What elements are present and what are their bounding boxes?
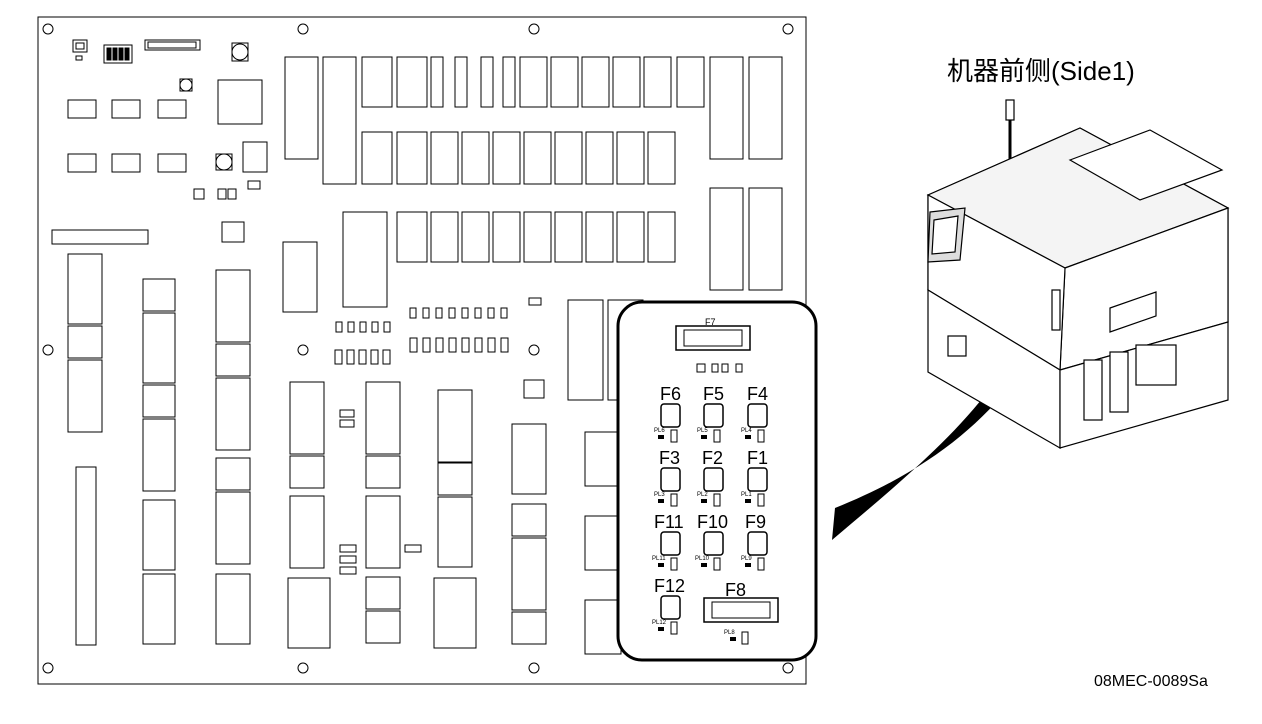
fuse-highlight-area: F7 F6 F5 F4 PL6 PL5 PL4 F3 F2 F1 PL3 PL2… xyxy=(616,300,818,662)
fuse-label-f11: F11 xyxy=(654,512,684,532)
fuse-label-f1: F1 xyxy=(747,448,768,468)
fuse-f4 xyxy=(747,403,768,428)
fuse-f10 xyxy=(703,531,724,556)
fuse-label-f12: F12 xyxy=(654,576,685,596)
fuse-label-f6: F6 xyxy=(660,384,681,404)
lamp-label-pl6: PL6 xyxy=(654,428,665,434)
fuse-holder-f8 xyxy=(703,597,779,623)
lamp-label-pl3: PL3 xyxy=(654,492,665,498)
connectors xyxy=(67,241,622,655)
relay-bank xyxy=(284,56,783,401)
fuse-f3 xyxy=(660,467,681,492)
ic-chips xyxy=(67,99,245,243)
fuse-label-f10: F10 xyxy=(697,512,728,532)
machine-illustration xyxy=(926,99,1230,450)
lamp-label-pl2: PL2 xyxy=(697,492,708,498)
pad-rows xyxy=(334,297,545,399)
top-left-components xyxy=(51,39,268,245)
fuse-label-f9: F9 xyxy=(745,512,766,532)
callout-pointer xyxy=(832,350,1030,540)
fuse-f5 xyxy=(703,403,724,428)
fuse-f11 xyxy=(660,531,681,556)
lamp-label-pl9: PL9 xyxy=(741,556,752,562)
fuse-holder-f7: F7 xyxy=(675,317,751,351)
lamp-label-pl1: PL1 xyxy=(741,492,752,498)
fuse-area-outline xyxy=(616,300,818,662)
fuse-label-f8: F8 xyxy=(725,580,746,600)
fuse-label-f5: F5 xyxy=(703,384,724,404)
lamp-label-pl8: PL8 xyxy=(724,630,735,636)
fuse-label-f3: F3 xyxy=(659,448,680,468)
lamp-label-pl11: PL11 xyxy=(652,556,666,562)
figure-code: 08MEC-0089Sa xyxy=(1094,673,1208,690)
lamp-label-pl12: PL12 xyxy=(652,620,667,626)
lamp-label-pl4: PL4 xyxy=(741,428,752,434)
fuse-label-f7: F7 xyxy=(705,317,716,327)
fuse-f6 xyxy=(660,403,681,428)
circuit-board xyxy=(37,16,807,685)
fuse-f2 xyxy=(703,467,724,492)
fuse-label-f4: F4 xyxy=(747,384,768,404)
machine-side-label: 机器前侧(Side1) xyxy=(947,56,1135,86)
fuse-label-f2: F2 xyxy=(702,448,723,468)
lamp-label-pl10: PL10 xyxy=(695,556,710,562)
fuse-f1 xyxy=(747,467,768,492)
fuse-f9 xyxy=(747,531,768,556)
lamp-label-pl5: PL5 xyxy=(697,428,708,434)
fuse-f12 xyxy=(660,595,681,620)
